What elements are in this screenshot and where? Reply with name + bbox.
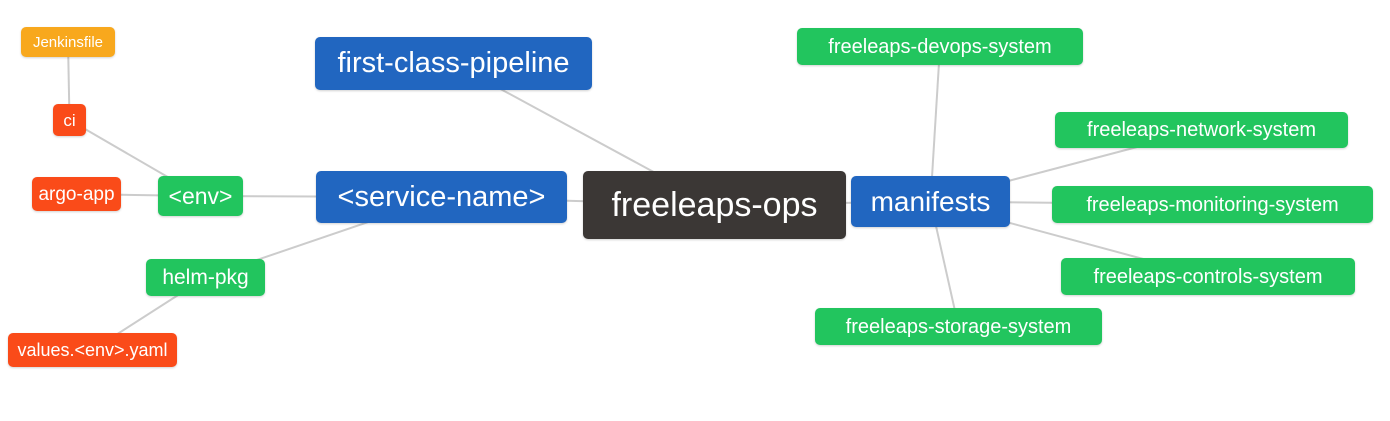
node-label: first-class-pipeline — [337, 47, 570, 79]
node-label: <env> — [168, 182, 233, 209]
node-argo-app[interactable]: argo-app — [32, 177, 121, 211]
node-label: freeleaps-ops — [611, 186, 818, 224]
node-ci[interactable]: ci — [53, 104, 86, 136]
node-manifests[interactable]: manifests — [851, 176, 1010, 227]
node-jenkinsfile[interactable]: Jenkinsfile — [21, 27, 115, 57]
node-values-env-yaml[interactable]: values.<env>.yaml — [8, 333, 177, 367]
node-label: ci — [63, 110, 76, 130]
node-first-class-pipeline[interactable]: first-class-pipeline — [315, 37, 592, 90]
node-label: freeleaps-devops-system — [828, 35, 1052, 58]
node-label: freeleaps-monitoring-system — [1086, 193, 1339, 216]
node-label: freeleaps-network-system — [1087, 119, 1316, 141]
node-label: argo-app — [38, 183, 115, 205]
node-label: Jenkinsfile — [32, 33, 104, 51]
edge-manifests-devops-system — [929, 46, 941, 202]
node-network-system[interactable]: freeleaps-network-system — [1055, 112, 1348, 148]
node-label: freeleaps-storage-system — [845, 315, 1072, 338]
node-devops-system[interactable]: freeleaps-devops-system — [797, 28, 1083, 65]
node-controls-system[interactable]: freeleaps-controls-system — [1061, 258, 1355, 295]
node-service-name[interactable]: <service-name> — [316, 171, 567, 223]
node-label: freeleaps-controls-system — [1093, 265, 1323, 288]
node-monitoring-system[interactable]: freeleaps-monitoring-system — [1052, 186, 1373, 223]
node-env[interactable]: <env> — [158, 176, 243, 216]
node-helm-pkg[interactable]: helm-pkg — [146, 259, 265, 296]
node-label: <service-name> — [337, 180, 546, 213]
node-storage-system[interactable]: freeleaps-storage-system — [815, 308, 1102, 345]
node-label: values.<env>.yaml — [17, 340, 168, 360]
node-label: helm-pkg — [162, 266, 249, 289]
node-freeleaps-ops[interactable]: freeleaps-ops — [583, 171, 846, 239]
node-label: manifests — [870, 185, 991, 217]
